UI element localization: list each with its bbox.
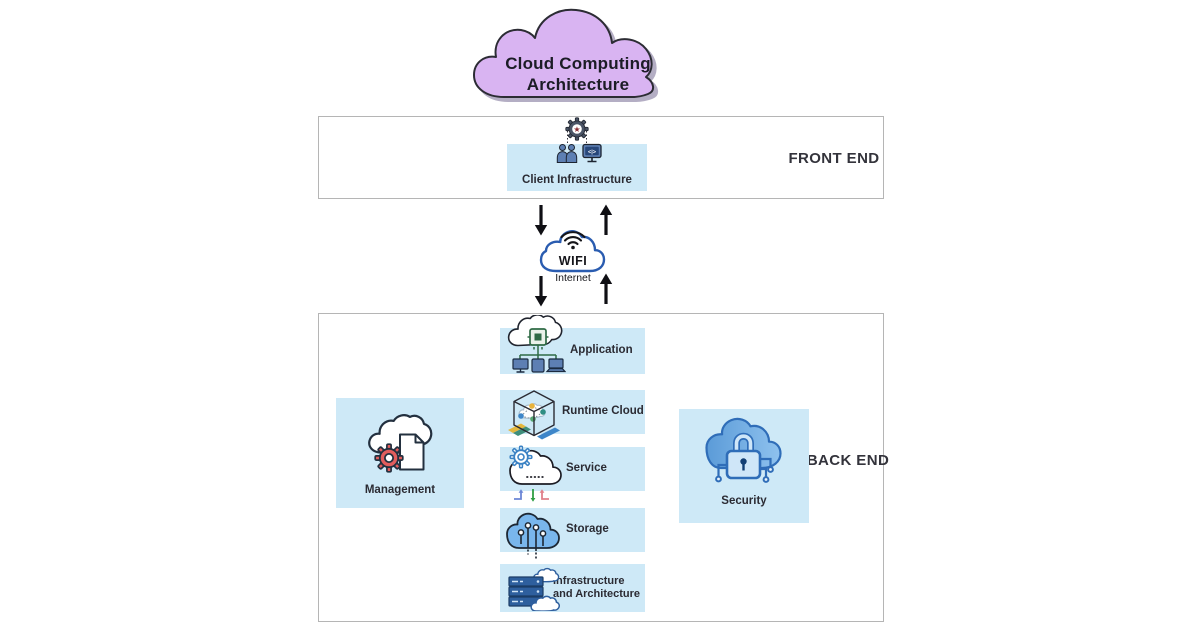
application-label: Application xyxy=(570,344,633,357)
storage-label: Storage xyxy=(566,523,609,536)
cube-cloud-icon xyxy=(508,390,560,440)
arrow-up-icon xyxy=(599,204,613,235)
devices-icon xyxy=(512,358,566,373)
client-infrastructure-tile: Client Infrastructure xyxy=(507,144,647,191)
title-cloud-shape xyxy=(473,8,654,98)
wifi-signal-icon xyxy=(560,231,586,246)
gear-icon xyxy=(509,445,533,469)
circuit-traces xyxy=(717,457,772,477)
cloud-document-gear-icon xyxy=(368,414,433,473)
client-infrastructure-label: Client Infrastructure xyxy=(522,174,632,186)
document-icon xyxy=(399,433,425,471)
cloud-padlock-icon xyxy=(705,417,782,483)
arrow-down-icon xyxy=(534,276,548,307)
arrow-down-icon xyxy=(534,205,548,236)
code-monitor-icon: <|> xyxy=(582,143,602,163)
svg-text:<|>: <|> xyxy=(588,150,596,156)
wifi-text: WIFI xyxy=(559,254,587,268)
wifi-cloud-icon: WIFI xyxy=(539,230,606,273)
runtime-cloud-label: Runtime Cloud xyxy=(562,405,644,418)
circuit-lines xyxy=(520,528,544,559)
server-rack-icon xyxy=(508,576,544,607)
gear-icon xyxy=(374,443,404,473)
cloud-gear-arrows-icon xyxy=(509,445,562,502)
security-label: Security xyxy=(721,495,767,507)
users-icon xyxy=(556,144,578,163)
padlock-icon xyxy=(725,432,762,480)
management-label: Management xyxy=(364,484,436,496)
arrow-up-icon xyxy=(599,273,613,304)
back-end-label: BACK END xyxy=(806,452,890,469)
internet-label: Internet xyxy=(555,272,591,284)
cloud-chip-network-icon xyxy=(507,315,566,373)
front-end-label: FRONT END xyxy=(788,150,880,167)
client-infrastructure-icon: ★ <|> xyxy=(556,117,602,163)
infrastructure-label: Infrastructure and Architecture xyxy=(553,574,641,600)
page-title: Cloud Computing Architecture xyxy=(505,54,651,94)
svg-text:★: ★ xyxy=(573,125,580,134)
service-label: Service xyxy=(566,462,607,475)
exchange-arrows-icon xyxy=(514,489,549,502)
server-clouds-icon xyxy=(508,567,560,611)
cloud-circuit-icon xyxy=(506,512,560,559)
cube-wireframe xyxy=(513,390,555,437)
gear-star-icon: ★ xyxy=(565,117,589,141)
